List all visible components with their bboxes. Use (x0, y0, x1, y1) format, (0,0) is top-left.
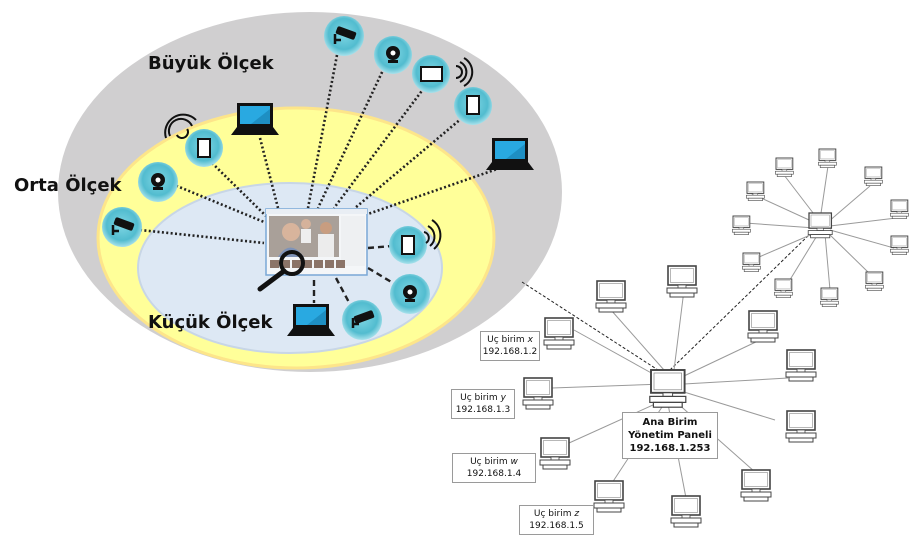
computer-icon (785, 349, 817, 382)
main-unit-subtitle: Yönetim Paneli (628, 430, 712, 441)
magnifier-icon (257, 250, 305, 292)
computer-icon (773, 278, 793, 299)
wireless-signal-icon (164, 113, 197, 139)
cctv-camera-icon (324, 16, 364, 56)
tablet-icon (454, 87, 492, 125)
terminal-ip: 192.168.1.2 (482, 347, 538, 357)
cctv-camera-icon (102, 207, 142, 247)
terminal-var: z (574, 509, 580, 519)
tablet-icon (389, 226, 427, 264)
main-unit-title: Ana Birim (642, 417, 698, 428)
terminal-name: Uç birim (460, 393, 498, 403)
device-links (139, 54, 501, 245)
wireless-signal-icon (423, 219, 442, 250)
computer-icon (864, 271, 884, 292)
computer-icon (670, 495, 702, 528)
terminal-name: Uç birim (533, 509, 572, 519)
terminal-name: Uç birim (487, 335, 525, 345)
computer-icon (817, 148, 837, 169)
computer-icon (889, 235, 909, 256)
uplink-lines (521, 231, 813, 371)
computer-icon (522, 377, 554, 410)
terminal-label-z: Uç birim z 192.168.1.5 (519, 505, 594, 535)
computer-icon (731, 215, 751, 236)
terminal-ip: 192.168.1.5 (529, 521, 584, 531)
computer-icon (593, 480, 625, 513)
computer-icon (666, 265, 698, 298)
computer-icon (543, 317, 575, 350)
computer-icon (863, 166, 883, 187)
computer-icon (741, 252, 761, 273)
terminal-ip: 192.168.1.4 (466, 469, 522, 479)
terminal-label-x: Uç birim x 192.168.1.2 (480, 331, 540, 361)
terminal-var: y (500, 393, 506, 403)
laptop-icon (486, 138, 534, 170)
hub-computer (807, 212, 833, 239)
computer-icon (539, 437, 571, 470)
main-unit-computer (648, 369, 687, 409)
computer-icon (785, 410, 817, 443)
laptop-icon (287, 304, 335, 336)
terminal-var: x (527, 335, 533, 345)
medium-scale-label: Orta Ölçek (14, 175, 122, 196)
computer-icon (745, 181, 765, 202)
terminal-var: w (510, 457, 518, 467)
main-unit-label: Ana Birim Yönetim Paneli 192.168.1.253 (622, 412, 718, 459)
computer-icon (740, 469, 772, 502)
computer-icon (889, 199, 909, 220)
computer-icon (774, 157, 794, 178)
webcam-icon (374, 36, 412, 74)
terminal-label-w: Uç birim w 192.168.1.4 (452, 453, 536, 483)
large-scale-label: Büyük Ölçek (148, 53, 274, 74)
lan-links (551, 165, 897, 499)
computer-icon (747, 310, 779, 343)
terminal-name: Uç birim (470, 457, 508, 467)
small-scale-label: Küçük Ölçek (148, 312, 273, 333)
cctv-camera-icon (342, 300, 382, 340)
terminal-computers (522, 148, 909, 528)
computer-icon (595, 280, 627, 313)
laptop-icon (231, 103, 279, 135)
terminal-ip: 192.168.1.3 (455, 405, 511, 415)
tablet-landscape-icon (412, 55, 450, 93)
computer-icon (819, 287, 839, 308)
webcam-icon (390, 274, 430, 314)
webcam-icon (138, 162, 178, 202)
main-unit-ip: 192.168.1.253 (629, 443, 711, 454)
tablet-icon (185, 129, 223, 167)
face-recognition-window (265, 208, 368, 276)
wireless-signal-icon (455, 57, 474, 87)
terminal-label-y: Uç birim y 192.168.1.3 (451, 389, 515, 419)
